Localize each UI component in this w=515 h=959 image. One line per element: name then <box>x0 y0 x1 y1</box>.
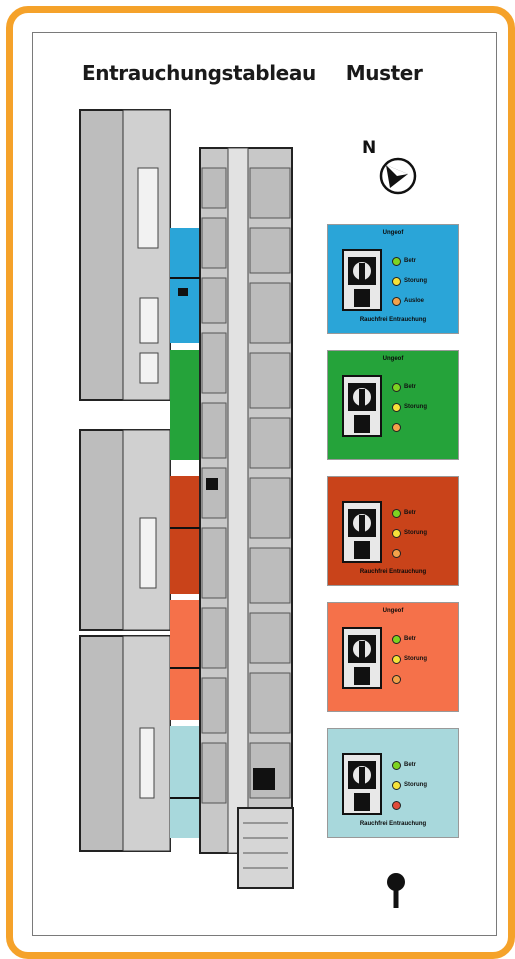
lamp-label: Betr <box>404 384 417 390</box>
panel-footer: Rauchfrei Entrauchung <box>359 821 427 827</box>
zone-red <box>170 476 200 594</box>
key-switch-icon[interactable] <box>342 249 382 311</box>
indicator-lamp <box>392 545 458 561</box>
indicator-lamp: Ausloe <box>392 293 458 309</box>
lamp-label: Storung <box>404 530 427 536</box>
zone-green <box>170 350 200 460</box>
lamp-label: Betr <box>404 510 417 516</box>
panel-footer: Rauchfrei Entrauchung <box>359 569 427 575</box>
lamp-label: Storung <box>404 278 427 284</box>
indicator-lamp: Betr <box>392 631 458 647</box>
indicator-lamp: Betr <box>392 379 458 395</box>
lamp-icon <box>392 296 401 306</box>
key-switch-icon[interactable] <box>342 753 382 815</box>
lamp-icon <box>392 508 401 518</box>
panel-title: Ungeof <box>382 608 404 614</box>
indicator-lamp <box>392 671 458 687</box>
lamp-icon <box>392 548 401 558</box>
indicator-lamp: Betr <box>392 253 458 269</box>
stair-tower <box>237 807 294 889</box>
indicator-lamp <box>392 797 458 813</box>
lamp-icon <box>392 654 401 664</box>
lamp-icon <box>392 402 401 412</box>
key-icon <box>387 873 405 908</box>
lamp-label: Betr <box>404 762 417 768</box>
lamp-icon <box>392 422 401 432</box>
lamp-label: Betr <box>404 636 417 642</box>
compass-icon <box>379 157 417 195</box>
zone-lightblue <box>170 726 200 838</box>
panel-footer: Rauchfrei Entrauchung <box>359 317 427 323</box>
lamp-icon <box>392 780 401 790</box>
zone-orange <box>170 600 200 720</box>
lamp-icon <box>392 634 401 644</box>
indicator-lamp: Storung <box>392 525 458 541</box>
key-switch-icon[interactable] <box>342 501 382 563</box>
lamp-label: Storung <box>404 782 427 788</box>
zone-blue <box>170 228 200 343</box>
indicator-lamp: Storung <box>392 399 458 415</box>
lamp-label: Storung <box>404 404 427 410</box>
title-suffix: Muster <box>345 61 423 85</box>
indicator-lamp: Storung <box>392 777 458 793</box>
floor-plan <box>79 109 294 889</box>
lamp-label: Storung <box>404 656 427 662</box>
lamp-icon <box>392 674 401 684</box>
lamp-icon <box>392 760 401 770</box>
lamp-label: Ausloe <box>404 298 425 304</box>
lamp-icon <box>392 528 401 538</box>
key-switch-icon[interactable] <box>342 627 382 689</box>
page-title: Entrauchungstableau Muster <box>82 58 482 88</box>
lamp-label: Betr <box>404 258 417 264</box>
north-label: N <box>362 138 377 158</box>
indicator-lamp: Storung <box>392 651 458 667</box>
lamp-icon <box>392 276 401 286</box>
lamp-icon <box>392 800 401 810</box>
indicator-lamp <box>392 419 458 435</box>
indicator-lamp: Betr <box>392 757 458 773</box>
indicator-lamp: Storung <box>392 273 458 289</box>
key-switch-icon[interactable] <box>342 375 382 437</box>
indicator-lamp: Betr <box>392 505 458 521</box>
panel-title: Ungeof <box>382 230 404 236</box>
lamp-icon <box>392 382 401 392</box>
lamp-icon <box>392 256 401 266</box>
panel-title: Ungeof <box>382 356 404 362</box>
title-main: Entrauchungstableau <box>82 61 316 85</box>
